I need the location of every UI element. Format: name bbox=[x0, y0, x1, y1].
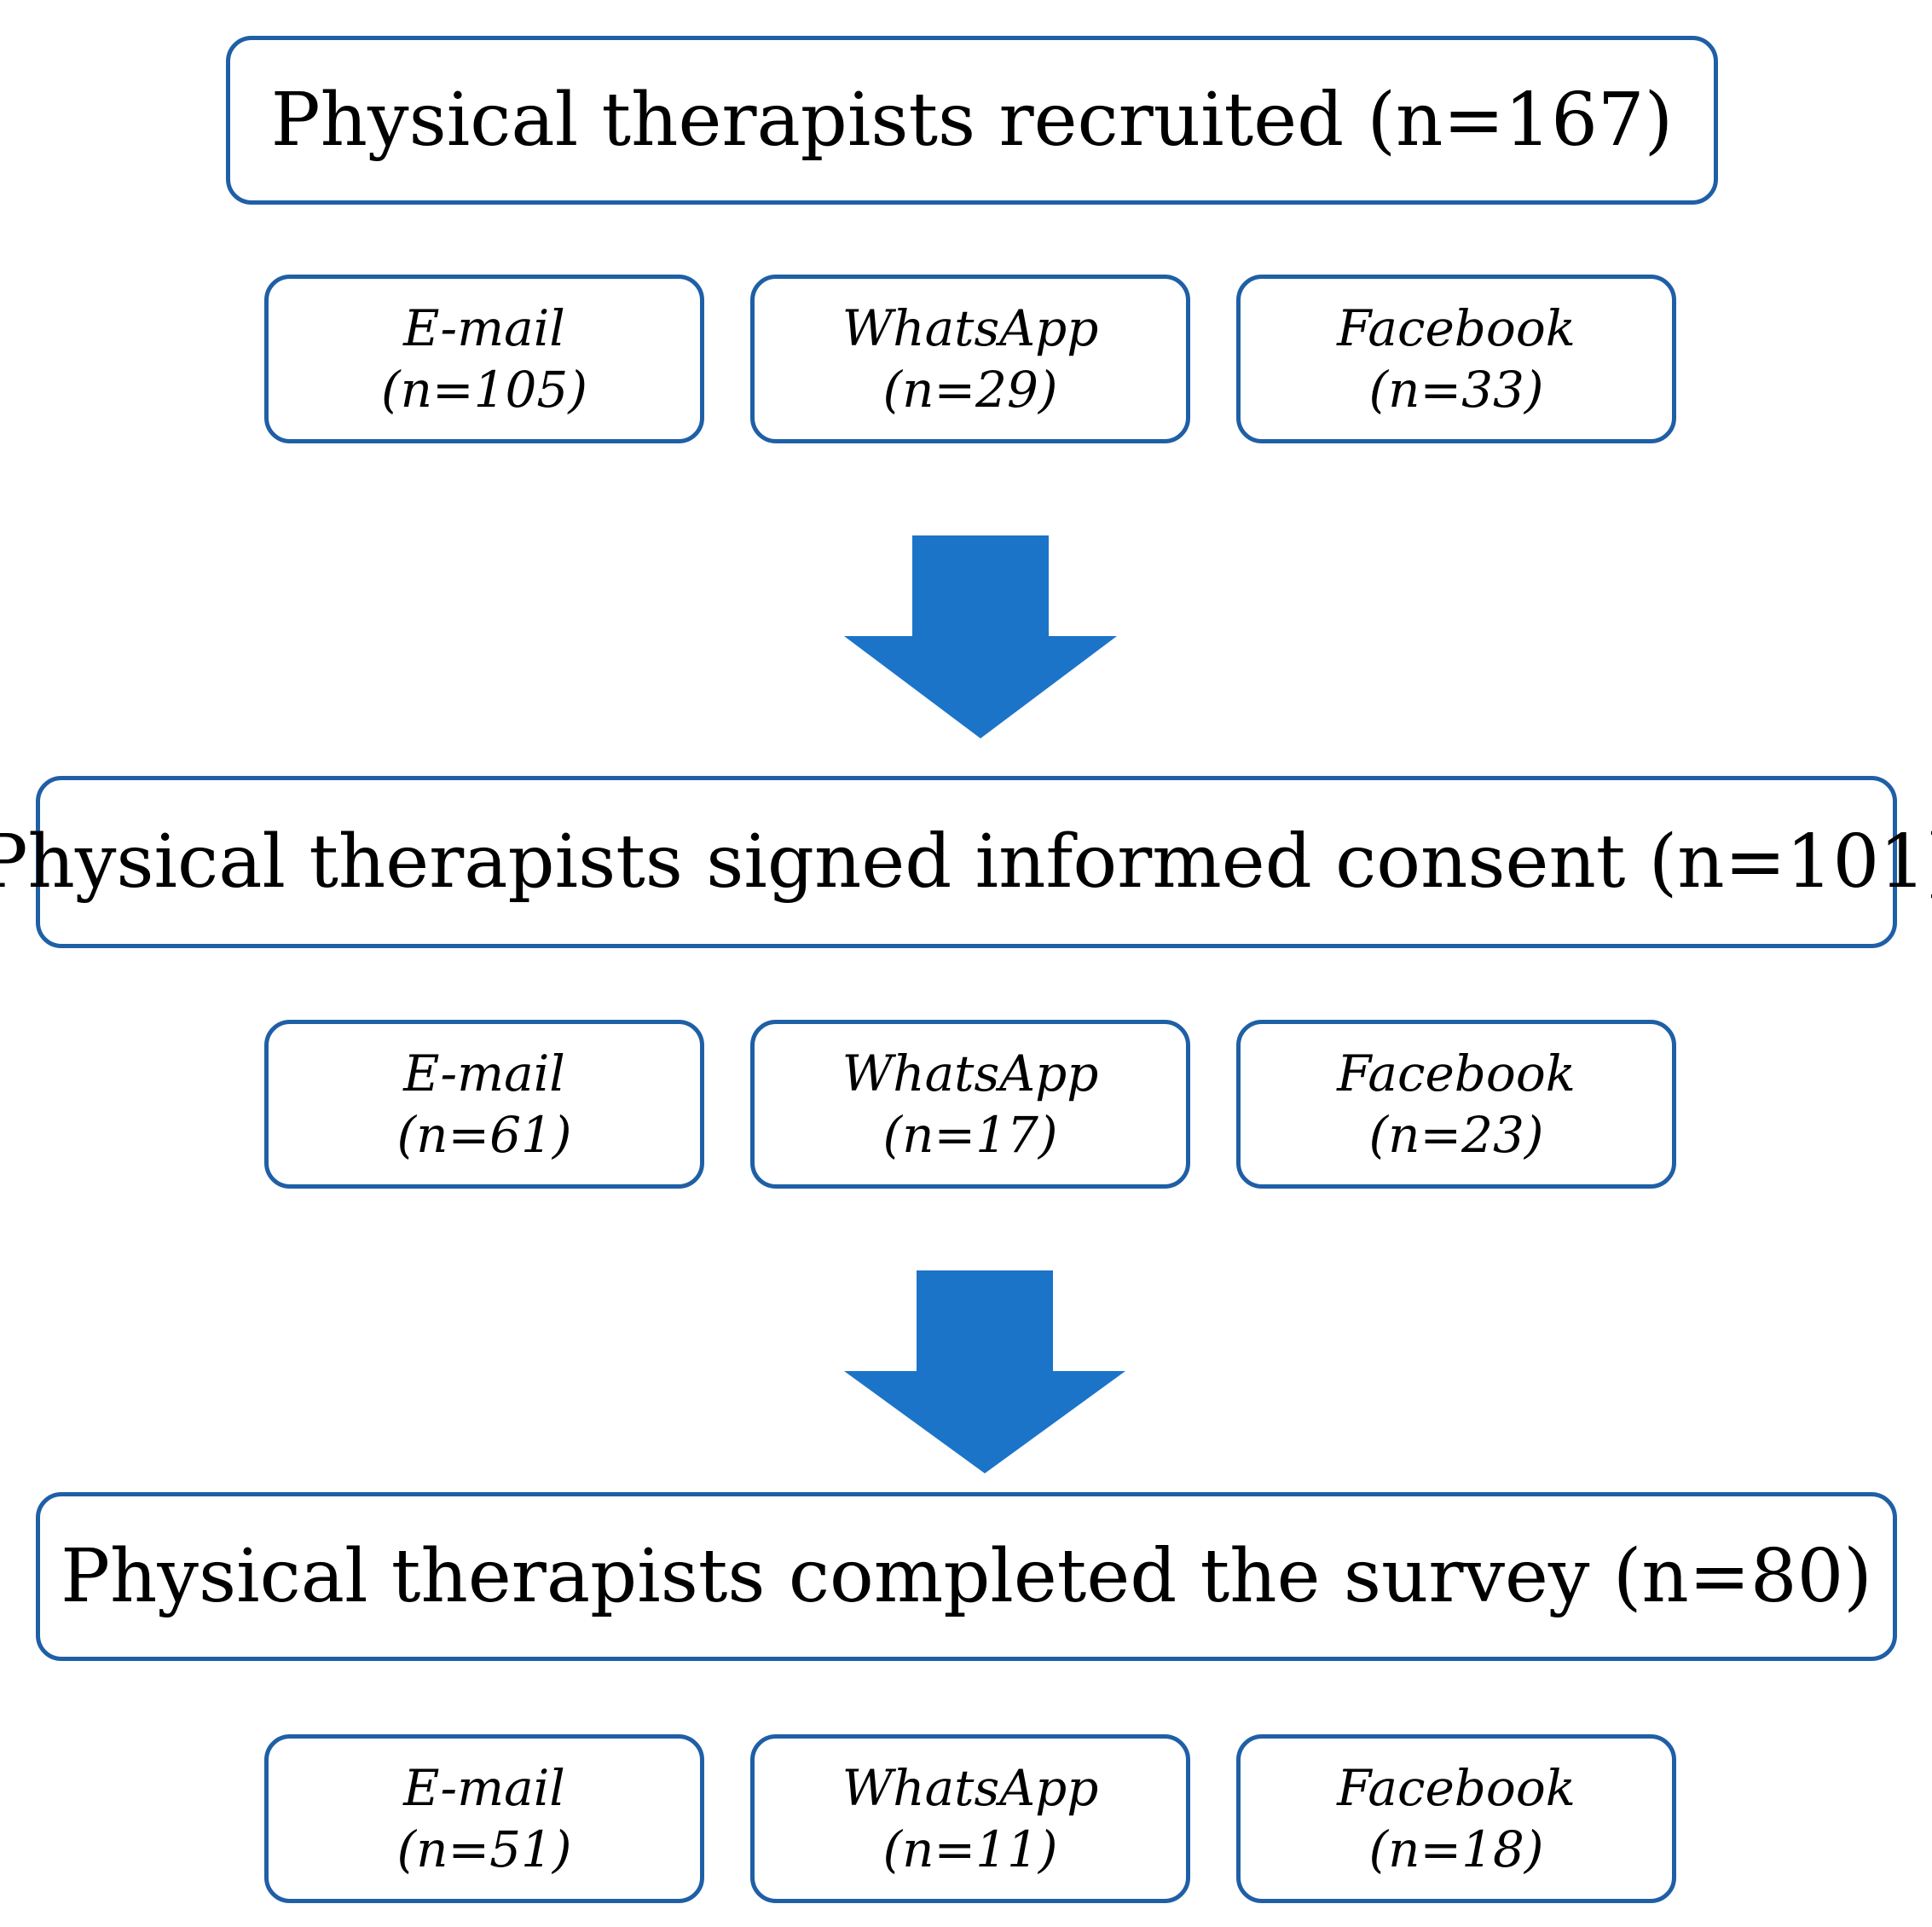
stage-2-email-box: E-mail (n=61) bbox=[264, 1020, 704, 1189]
channel-count: (n=18) bbox=[1368, 1820, 1544, 1878]
channel-count: (n=61) bbox=[396, 1106, 572, 1164]
stage-1-whatsapp-box: WhatsApp (n=29) bbox=[750, 275, 1190, 443]
channel-name: WhatsApp bbox=[842, 1044, 1099, 1102]
channel-name: Facebook bbox=[1337, 1044, 1576, 1102]
stage-3-whatsapp-box: WhatsApp (n=11) bbox=[750, 1734, 1190, 1903]
channel-count: (n=17) bbox=[882, 1106, 1058, 1164]
stage-3-email-box: E-mail (n=51) bbox=[264, 1734, 704, 1903]
channel-count: (n=105) bbox=[381, 361, 587, 419]
stage-1-title: Physical therapists recruited (n=167) bbox=[270, 78, 1674, 163]
channel-name: E-mail bbox=[403, 1044, 565, 1102]
channel-name: Facebook bbox=[1337, 298, 1576, 357]
stage-2-whatsapp-box: WhatsApp (n=17) bbox=[750, 1020, 1190, 1189]
channel-name: WhatsApp bbox=[842, 1758, 1099, 1817]
channel-count: (n=33) bbox=[1368, 361, 1544, 419]
stage-1-box: Physical therapists recruited (n=167) bbox=[226, 36, 1718, 205]
stage-3-title: Physical therapists completed the survey… bbox=[61, 1534, 1872, 1619]
stage-3-facebook-box: Facebook (n=18) bbox=[1236, 1734, 1676, 1903]
stage-2-box: Physical therapists signed informed cons… bbox=[0, 776, 1932, 948]
channel-count: (n=51) bbox=[396, 1820, 572, 1878]
down-arrow-2-shape bbox=[844, 1270, 1125, 1473]
down-arrow-2 bbox=[844, 1270, 1125, 1473]
channel-name: Facebook bbox=[1337, 1758, 1576, 1817]
channel-name: E-mail bbox=[403, 298, 565, 357]
channel-count: (n=29) bbox=[882, 361, 1058, 419]
channel-name: E-mail bbox=[403, 1758, 565, 1817]
stage-1-facebook-box: Facebook (n=33) bbox=[1236, 275, 1676, 443]
stage-2-facebook-box: Facebook (n=23) bbox=[1236, 1020, 1676, 1189]
stage-2-title: Physical therapists signed informed cons… bbox=[0, 819, 1932, 905]
stage-1-email-box: E-mail (n=105) bbox=[264, 275, 704, 443]
down-arrow-1 bbox=[844, 535, 1117, 738]
down-arrow-1-shape bbox=[844, 535, 1117, 738]
channel-count: (n=23) bbox=[1368, 1106, 1544, 1164]
channel-name: WhatsApp bbox=[842, 298, 1099, 357]
stage-3-box: Physical therapists completed the survey… bbox=[36, 1492, 1897, 1661]
channel-count: (n=11) bbox=[882, 1820, 1058, 1878]
